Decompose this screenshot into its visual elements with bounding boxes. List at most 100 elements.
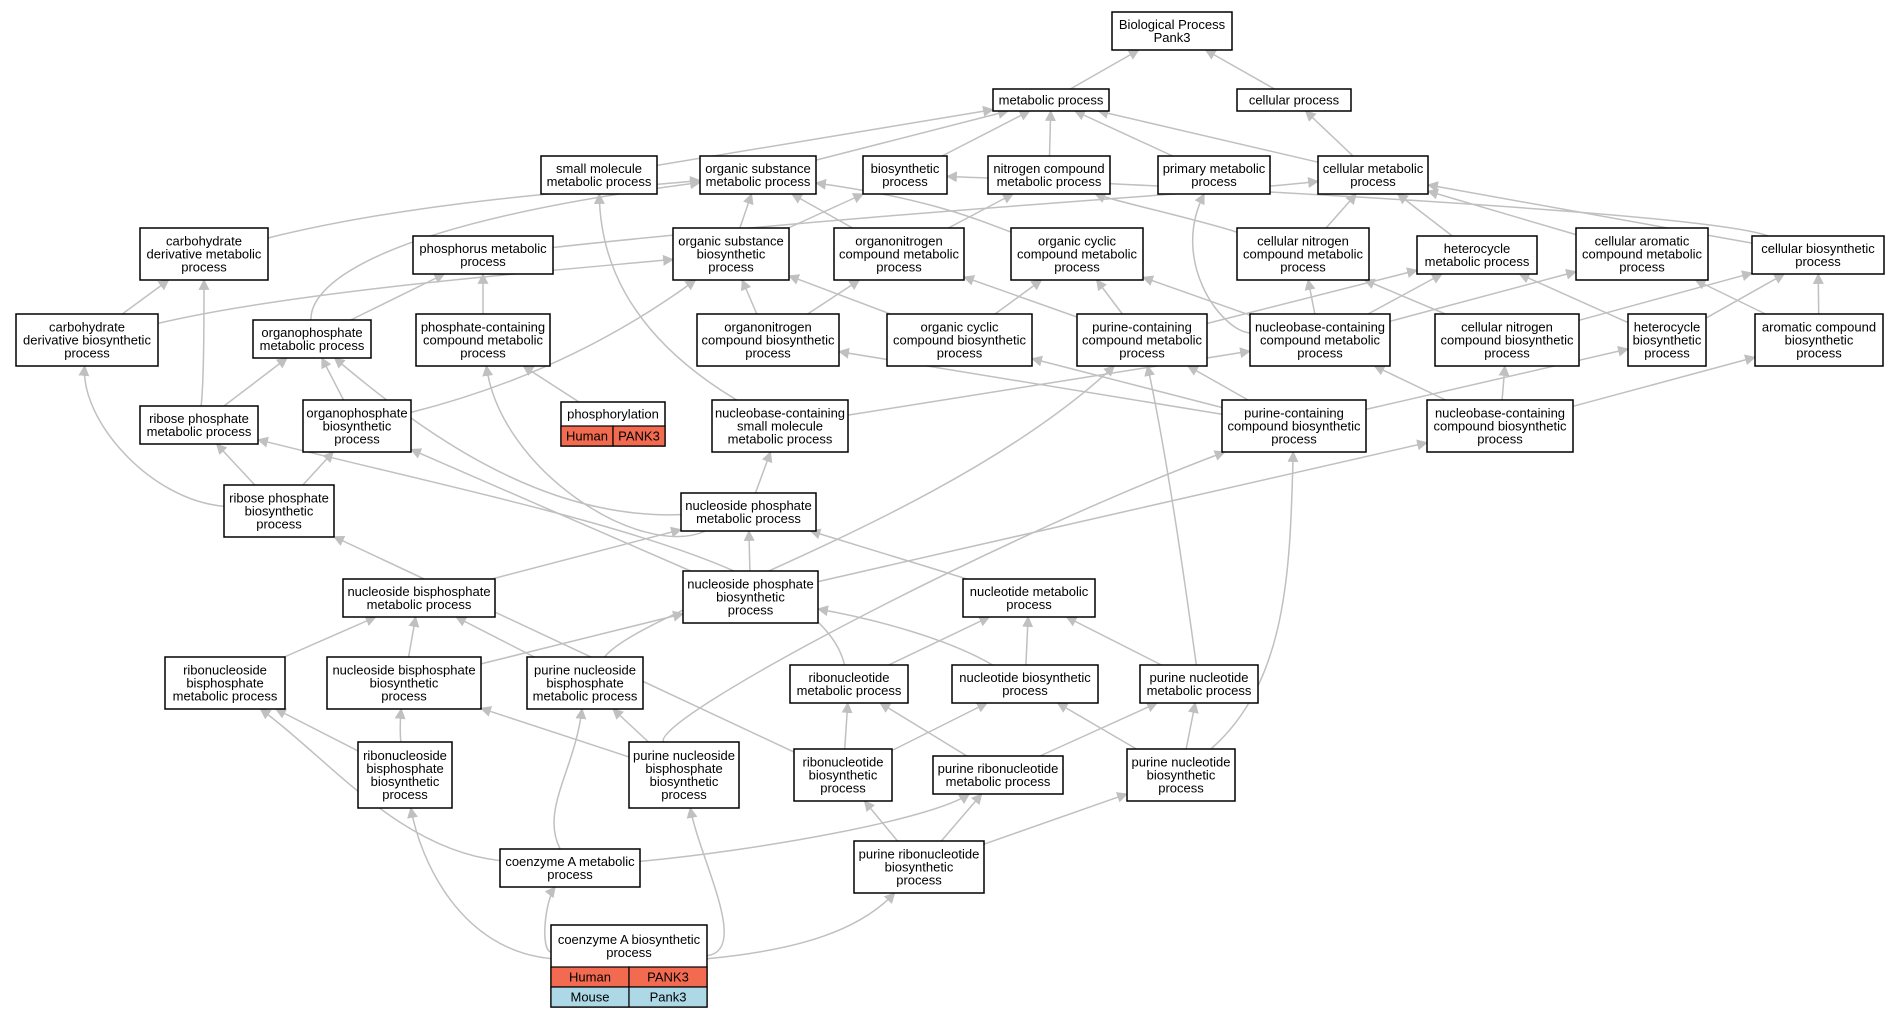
node-box: [540, 155, 658, 195]
node-box: [789, 664, 909, 704]
node-box: [696, 313, 840, 367]
node-label-line: metabolic process: [533, 689, 638, 704]
edge-nb_small-to-small_mol: [593, 192, 738, 401]
edge-organonitro-to-nitro: [948, 193, 1014, 229]
node-label-line: process: [1191, 174, 1237, 189]
node-box: [987, 155, 1111, 195]
node-label-line: primary metabolic: [1163, 161, 1266, 176]
node-label-line: metabolic process: [706, 174, 811, 189]
edge-ribose_phos_bio-to-ribose_phos: [215, 443, 256, 486]
node-label-line: metabolic process: [946, 774, 1051, 789]
edge-ribose_phos_bio-to-carb_deriv_bio: [78, 364, 225, 508]
node-label-line: compound metabolic: [1082, 333, 1202, 348]
gene-label: Pank3: [650, 990, 687, 1005]
node-label-line: compound metabolic: [1017, 247, 1137, 262]
edge-biosynth-to-metabolic: [941, 110, 1031, 157]
node-label-line: purine nucleotide: [1131, 755, 1230, 770]
node-label-line: nucleoside bisphosphate: [332, 663, 475, 678]
edge-ns_bis-to-ns_phos: [491, 526, 683, 580]
species-label: Human: [566, 429, 608, 444]
node-ns-bis-bio[interactable]: nucleoside bisphosphatebiosyntheticproce…: [326, 656, 482, 710]
node-box: [139, 405, 259, 445]
node-label-line: purine nucleotide: [1149, 670, 1248, 685]
node-label-line: phosphorylation: [567, 407, 659, 422]
edge-prnt_met-to-rnt_met: [879, 702, 968, 757]
node-box: [15, 313, 159, 367]
node-label-line: biosynthetic: [371, 774, 440, 789]
node-label-line: metabolic process: [1425, 254, 1530, 269]
node-label-line: derivative biosynthetic: [23, 333, 151, 348]
edge-purine_cont-to-org_cyc: [1095, 279, 1123, 315]
node-label-line: process: [1158, 781, 1204, 796]
edge-organonitro_bio-to-organonitro: [807, 279, 861, 315]
node-label-line: ribonucleotide: [809, 670, 890, 685]
node-label-line: compound biosynthetic: [893, 333, 1026, 348]
node-label-line: coenzyme A metabolic: [505, 854, 635, 869]
edge-purine_cont_bio-to-org_cyc_bio: [1030, 355, 1223, 409]
node-label-line: compound biosynthetic: [1434, 419, 1567, 434]
node-label-line: biosynthetic: [871, 161, 940, 176]
node-box: [223, 484, 335, 538]
node-metabolic[interactable]: metabolic process: [992, 88, 1110, 112]
node-label-line: ribonucleoside: [183, 663, 267, 678]
node-cellular[interactable]: cellular process: [1236, 88, 1352, 112]
node-label-line: process: [381, 689, 427, 704]
node-box: [951, 664, 1099, 704]
node-label-line: process: [896, 873, 942, 888]
node-box: [1221, 399, 1367, 453]
node-pns-bis-bio[interactable]: purine nucleosidebisphosphatebiosyntheti…: [628, 741, 740, 809]
node-label-line: process: [876, 260, 922, 275]
node-box: [699, 155, 817, 195]
node-label-line: process: [1644, 346, 1690, 361]
node-rns-bis-bio[interactable]: ribonucleosidebisphosphatebiosyntheticpr…: [357, 741, 453, 809]
